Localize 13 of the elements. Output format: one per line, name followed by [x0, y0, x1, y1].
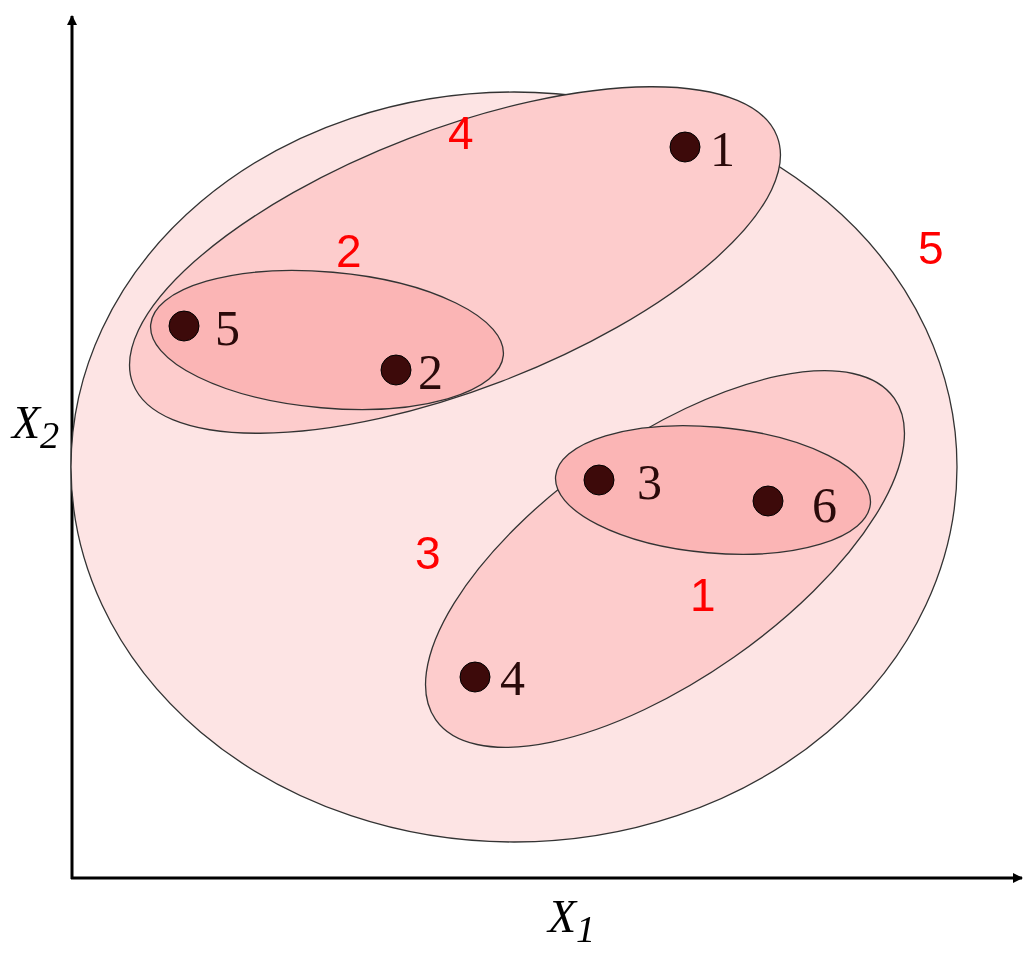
point-number: 4 [500, 653, 525, 703]
point-number: 5 [215, 303, 240, 353]
point-number: 3 [637, 457, 662, 507]
point-number: 6 [812, 480, 837, 530]
cluster-number: 4 [448, 110, 474, 156]
axis-label: X$_{1}$ [548, 892, 596, 953]
point-number: 1 [710, 124, 735, 174]
axis-label: X$_{2}$ [12, 398, 60, 459]
cluster-number: 1 [690, 572, 716, 618]
cluster-number: 2 [336, 228, 362, 274]
cluster-number: 3 [415, 530, 441, 576]
point-number: 2 [418, 347, 443, 397]
cluster-number: 5 [918, 225, 944, 271]
